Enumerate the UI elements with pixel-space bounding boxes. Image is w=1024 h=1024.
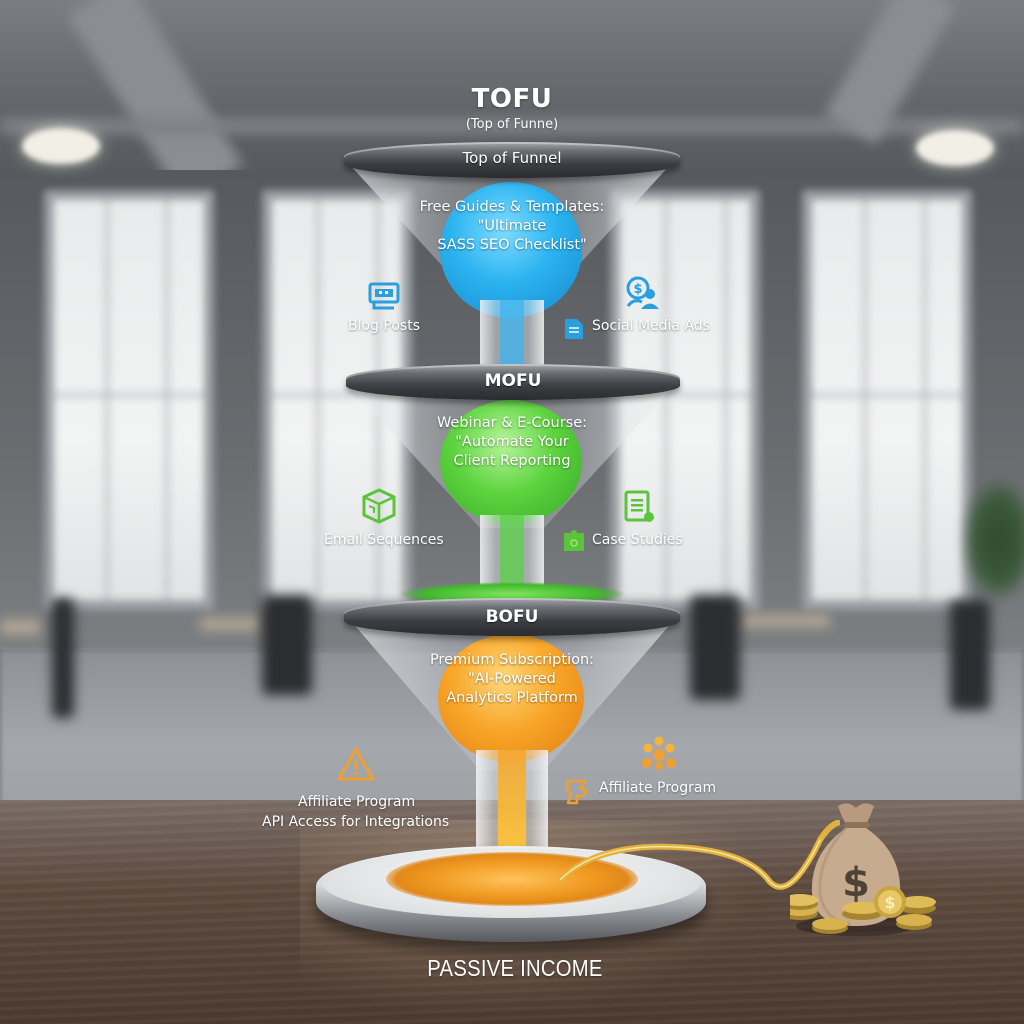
office-chair	[690, 595, 740, 700]
case-studies-label: Case Studies	[592, 532, 683, 548]
warning-triangle-icon	[337, 747, 375, 781]
window	[802, 190, 972, 610]
svg-text:$: $	[884, 893, 895, 912]
bofu-orange-orb	[438, 634, 584, 762]
tofu-offer-text: Free Guides & Templates: "Ultimate SASS …	[382, 198, 642, 255]
plant	[964, 480, 1024, 600]
tofu-offer-line: "Ultimate	[477, 218, 547, 234]
mofu-funnel-rim: MOFU	[346, 364, 680, 400]
office-chair	[950, 600, 990, 710]
puzzle-piece-icon	[564, 530, 584, 551]
money-bag-icon: $ $	[790, 803, 936, 936]
tofu-funnel-rim: Top of Funnel	[344, 142, 680, 178]
mofu-offer-text: Webinar & E-Course: "Automate Your Clien…	[380, 414, 644, 471]
mofu-funnel-stem	[480, 515, 544, 595]
office-chair	[262, 595, 312, 695]
desk	[0, 620, 40, 634]
monitor-chat-icon	[368, 282, 400, 310]
social-media-ads-label: Social Media Ads	[592, 318, 710, 334]
desk	[200, 618, 260, 630]
tofu-subheading: (Top of Funne)	[465, 117, 559, 132]
tofu-rim-label: Top of Funnel	[462, 149, 562, 167]
map-puzzle-icon	[565, 779, 589, 805]
mofu-offer-line: "Automate Your	[455, 434, 569, 450]
cube-icon	[362, 488, 396, 524]
tofu-offer-line: Free Guides & Templates:	[419, 199, 605, 215]
mofu-green-orb	[440, 400, 582, 524]
bofu-funnel-rim: BOFU	[344, 598, 680, 636]
ceiling-lamp	[22, 128, 100, 164]
tofu-funnel-stem	[480, 300, 544, 370]
mofu-rim-label: MOFU	[484, 371, 542, 391]
affiliate-program-left-label: Affiliate Program	[298, 794, 416, 810]
tofu-offer-line: SASS SEO Checklist"	[437, 237, 587, 253]
tofu-heading: TOFU	[471, 84, 553, 114]
api-access-label: API Access for Integrations	[262, 814, 450, 830]
bofu-funnel-stem	[476, 750, 548, 860]
passive-income-label: PASSIVE INCOME	[427, 955, 603, 981]
bofu-offer-text: Premium Subscription: "AI-Powered Analyt…	[380, 651, 644, 708]
golden-liquid-stream	[557, 820, 840, 890]
bofu-offer-line: Analytics Platform	[446, 690, 578, 706]
bofu-rim-label: BOFU	[485, 607, 539, 627]
ceiling-lamp	[916, 130, 994, 166]
mofu-offer-line: Client Reporting	[453, 453, 571, 469]
ceiling-beam	[0, 118, 1024, 134]
email-sequences-label: Email Sequences	[324, 532, 444, 548]
mofu-offer-line: Webinar & E-Course:	[436, 415, 588, 431]
office-chair	[52, 598, 74, 718]
document-icon	[565, 319, 583, 339]
checklist-document-icon	[624, 490, 654, 522]
affiliate-program-right-label: Affiliate Program	[599, 780, 717, 796]
dollar-user-icon: $	[626, 276, 659, 309]
bofu-offer-line: Premium Subscription:	[429, 652, 595, 668]
svg-text:$: $	[633, 282, 642, 297]
mofu-liquid-stream	[500, 515, 524, 595]
tofu-blue-orb	[440, 182, 582, 318]
desk	[740, 615, 830, 627]
golden-liquid-pool	[386, 852, 638, 906]
blog-posts-label: Blog Posts	[348, 318, 420, 334]
tofu-liquid-stream	[500, 300, 524, 370]
bofu-liquid-stream	[498, 750, 526, 860]
bofu-offer-line: "AI-Powered	[468, 671, 556, 687]
people-group-icon	[642, 736, 676, 770]
window	[44, 190, 214, 610]
svg-text:$: $	[842, 860, 870, 906]
